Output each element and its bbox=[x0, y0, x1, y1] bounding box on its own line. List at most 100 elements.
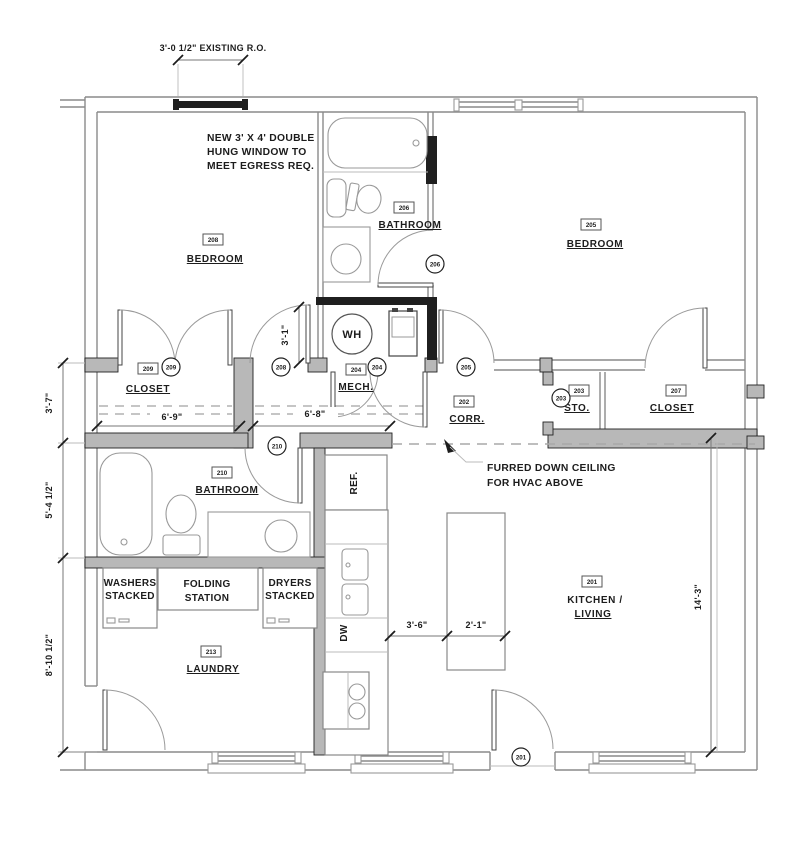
svg-text:213: 213 bbox=[206, 649, 217, 656]
bottom-window bbox=[207, 751, 306, 774]
mech-door-right bbox=[369, 371, 428, 428]
svg-text:BEDROOM: BEDROOM bbox=[567, 239, 623, 250]
right-wall-stub bbox=[746, 384, 765, 399]
laundry-fixtures: WASHERS STACKED FOLDING STATION DRYERS S… bbox=[102, 567, 318, 629]
water-heater-label: WH bbox=[342, 329, 361, 341]
svg-text:BATHROOM: BATHROOM bbox=[379, 220, 442, 231]
egress-note-line2: HUNG WINDOW TO bbox=[207, 147, 307, 158]
dim-closet-width: 6'-9" bbox=[162, 412, 183, 422]
mech-door-left bbox=[330, 371, 379, 418]
svg-text:208: 208 bbox=[276, 365, 287, 372]
sink-basin bbox=[341, 548, 369, 581]
dryers-label-1: DRYERS bbox=[268, 578, 311, 589]
dishwasher-label: DW bbox=[339, 624, 350, 642]
refrigerator bbox=[324, 454, 388, 511]
entry-door bbox=[490, 689, 555, 767]
toilet-tank bbox=[162, 534, 201, 556]
door-tag-208: 208 bbox=[271, 357, 291, 377]
svg-text:LAUNDRY: LAUNDRY bbox=[187, 664, 240, 675]
door-tag-209: 209 bbox=[161, 357, 181, 377]
svg-text:205: 205 bbox=[461, 365, 472, 372]
kitchen-island bbox=[446, 512, 506, 671]
existing-window-top bbox=[453, 98, 584, 112]
svg-text:210: 210 bbox=[272, 444, 283, 451]
sink bbox=[326, 178, 347, 218]
svg-text:201: 201 bbox=[587, 579, 598, 586]
burner bbox=[348, 702, 366, 720]
svg-text:202: 202 bbox=[459, 399, 470, 406]
mech-fixtures: WH bbox=[331, 308, 418, 357]
door-tag-205: 205 bbox=[456, 357, 476, 377]
svg-text:BEDROOM: BEDROOM bbox=[187, 254, 243, 265]
toilet-bowl bbox=[165, 494, 197, 534]
new-egress-window bbox=[173, 99, 248, 110]
window-dim-label: 3'-0 1/2" EXISTING R.O. bbox=[160, 43, 267, 53]
laundry-north-wall bbox=[84, 556, 326, 569]
svg-text:LIVING: LIVING bbox=[575, 609, 612, 620]
washers-label-2: STACKED bbox=[105, 591, 155, 602]
burner bbox=[348, 683, 366, 701]
door-tag-206: 206 bbox=[425, 254, 445, 274]
bedroom-205-door bbox=[438, 309, 495, 364]
doors bbox=[102, 229, 708, 767]
door-tag-210: 210 bbox=[267, 436, 287, 456]
right-wall-stub bbox=[746, 435, 765, 450]
svg-text:206: 206 bbox=[430, 262, 441, 269]
toilet bbox=[345, 182, 382, 214]
svg-text:208: 208 bbox=[208, 237, 219, 244]
electrical-panel bbox=[388, 308, 418, 357]
folding-station bbox=[157, 567, 259, 611]
svg-text:203: 203 bbox=[556, 396, 567, 403]
water-heater bbox=[331, 313, 373, 355]
furred-note-line1: FURRED DOWN CEILING bbox=[487, 463, 616, 474]
bathtub bbox=[99, 452, 153, 556]
dim-corridor-width: 6'-8" bbox=[305, 409, 326, 419]
folding-label-2: STATION bbox=[185, 593, 230, 604]
laundry-door bbox=[102, 689, 166, 751]
svg-text:209: 209 bbox=[166, 365, 177, 372]
bedroom-208-door bbox=[249, 304, 311, 364]
bottom-window bbox=[588, 751, 696, 774]
door-tags: 209 208 204 206 205 203 210 201 bbox=[161, 254, 571, 767]
mech-north-wall bbox=[316, 297, 437, 305]
vanity-sink bbox=[264, 519, 298, 553]
dim-living-depth: 14'-3" bbox=[693, 584, 703, 610]
kitchen-fixtures: REF. DW bbox=[322, 454, 506, 756]
tub-drain bbox=[120, 538, 128, 546]
svg-text:203: 203 bbox=[574, 388, 585, 395]
bathroom-210-door bbox=[244, 447, 303, 504]
svg-text:MECH.: MECH. bbox=[338, 382, 373, 393]
folding-label-1: FOLDING bbox=[183, 579, 230, 590]
dimensions: 3'-0 1/2" EXISTING R.O. 3'-7" 5'-4 1/2" … bbox=[44, 43, 718, 758]
svg-text:205: 205 bbox=[586, 222, 597, 229]
closet-209-door-right bbox=[174, 309, 233, 366]
bathtub bbox=[327, 117, 428, 169]
svg-text:CLOSET: CLOSET bbox=[126, 384, 170, 395]
closet-209-door-left bbox=[117, 309, 176, 366]
mech-east-wall bbox=[427, 304, 437, 360]
egress-note-line1: NEW 3' X 4' DOUBLE bbox=[207, 133, 315, 144]
bedroom-205-wall-patch bbox=[426, 136, 437, 184]
door-tag-201: 201 bbox=[511, 747, 531, 767]
svg-text:210: 210 bbox=[217, 470, 228, 477]
bottom-window bbox=[350, 751, 454, 774]
svg-text:CLOSET: CLOSET bbox=[650, 403, 694, 414]
dim-island-width: 2'-1" bbox=[466, 620, 487, 630]
bathroom-206-fixtures bbox=[322, 117, 428, 283]
svg-text:201: 201 bbox=[516, 755, 527, 762]
bathroom-206-door bbox=[377, 229, 434, 288]
svg-text:204: 204 bbox=[372, 365, 383, 372]
svg-text:206: 206 bbox=[399, 205, 410, 212]
furred-note-line2: FOR HVAC ABOVE bbox=[487, 478, 583, 489]
svg-text:209: 209 bbox=[143, 366, 154, 373]
dim-kitchen-aisle: 3'-6" bbox=[407, 620, 428, 630]
door-tag-203: 203 bbox=[551, 388, 571, 408]
bathroom-210-fixtures bbox=[99, 452, 311, 558]
